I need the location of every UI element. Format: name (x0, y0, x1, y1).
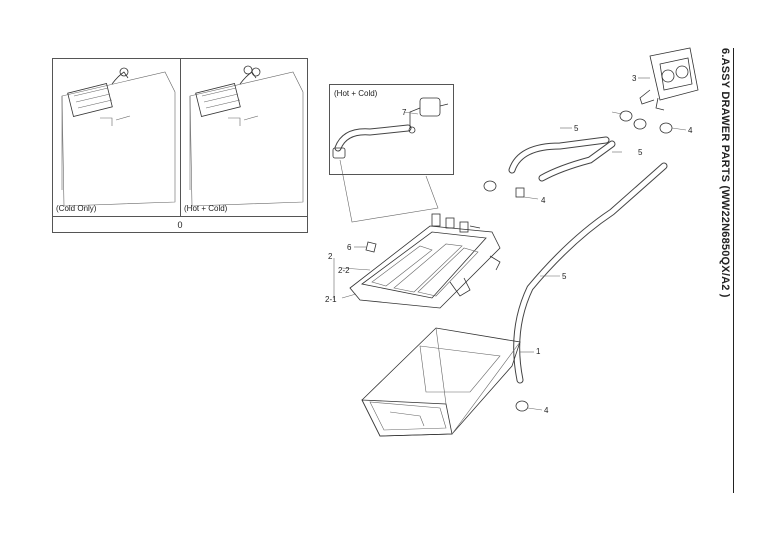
callout-3: 3 (632, 74, 637, 83)
variant-cell-cold-only: (Cold Only) (53, 59, 181, 216)
callout-5-right: 5 (638, 148, 643, 157)
variant-label-cold-only: (Cold Only) (56, 204, 97, 213)
variant-cell-hot-cold: (Hot + Cold) (181, 59, 307, 216)
water-valve-drawing (638, 47, 699, 111)
hot-cold-detail-drawing (332, 97, 449, 159)
callout-4-upper: 4 (688, 126, 693, 135)
drawer-cover-assembly-drawing (341, 213, 501, 309)
variant-footer-value: 0 (53, 216, 307, 233)
callout-7: 7 (402, 108, 407, 117)
callout-5-lower: 5 (562, 272, 567, 281)
callout-1: 1 (536, 347, 541, 356)
drawer-box-drawing (361, 327, 534, 437)
callout-2: 2 (328, 252, 333, 261)
cold-only-washer-thumbnail (61, 67, 176, 207)
hose-clamp-set-upper (611, 110, 687, 134)
variant-label-hot-cold: (Hot + Cold) (184, 204, 228, 213)
inlet-hoses-drawing (508, 127, 668, 384)
callout-4-middle: 4 (541, 196, 546, 205)
callout-5-upper: 5 (574, 124, 579, 133)
hot-cold-detail-box: (Hot + Cold) (329, 84, 454, 175)
callout-6: 6 (347, 243, 352, 252)
callout-4-lower: 4 (544, 406, 549, 415)
hot-cold-washer-thumbnail (189, 65, 304, 207)
hot-cold-detail-label: (Hot + Cold) (334, 89, 378, 98)
title-rule (733, 48, 734, 493)
detail-guide-lines (339, 159, 439, 223)
page-title: 6.ASSY DRAWER PARTS (WW22N6850QX/A2 ) (719, 48, 731, 298)
variant-table: (Cold Only) (Hot + Cold) 0 (52, 58, 308, 233)
small-clamps-middle (483, 180, 543, 412)
callout-2-2: 2-2 (338, 266, 350, 275)
callout-2-1: 2-1 (325, 295, 337, 304)
